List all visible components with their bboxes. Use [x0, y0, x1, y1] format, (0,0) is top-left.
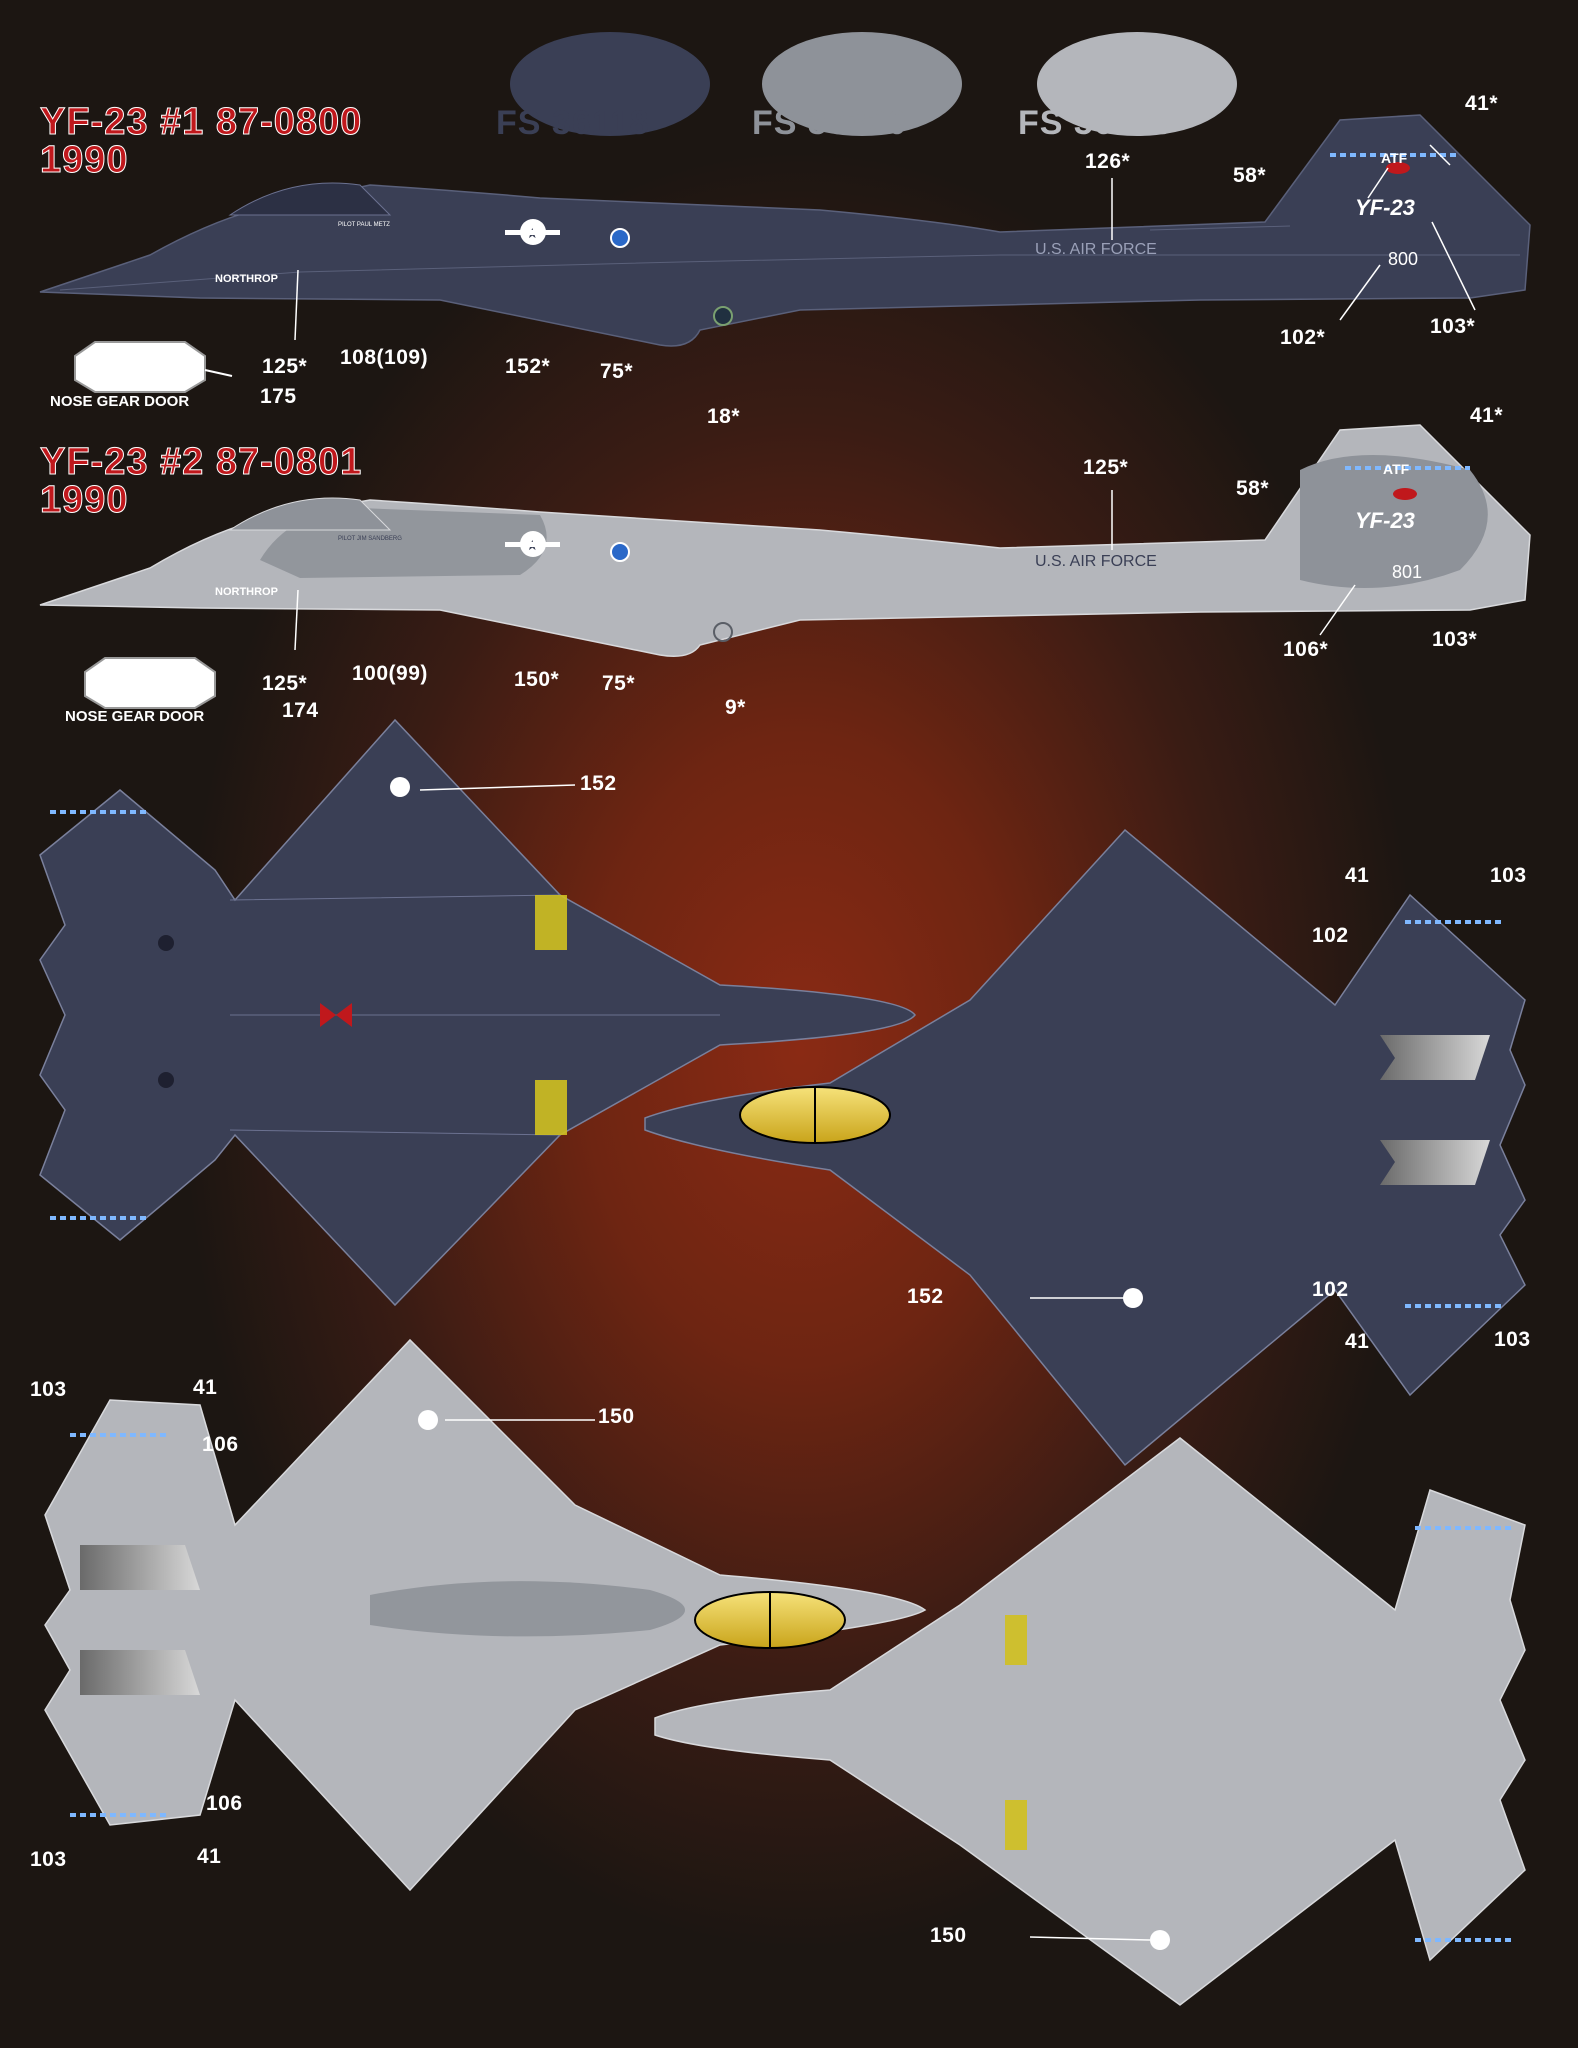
maker-text-1: NORTHROP [215, 273, 278, 285]
nose-gear-door-label-1: NOSE GEAR DOOR [50, 393, 190, 410]
callout-150: 150 [598, 1405, 635, 1428]
callout-125: 125* [262, 355, 308, 378]
tail-serial-2: 801 [1392, 562, 1422, 582]
ng-badge-icon [610, 228, 630, 248]
aircraft-markings: U.S. AIR FORCE NORTHROP PILOT PAUL METZ … [215, 150, 1422, 598]
callout-18: 18* [707, 405, 741, 428]
dark-bottom-view [644, 828, 1526, 1467]
callout-150: 150* [514, 668, 560, 691]
aircraft-2-year: 1990 [40, 479, 129, 521]
tail-name-2: YF-23 [1355, 508, 1415, 533]
emblem-18-icon [713, 306, 733, 326]
callout-41: 41 [197, 1845, 222, 1868]
callout-103: 103 [30, 1848, 67, 1871]
callout-150: 150 [930, 1924, 967, 1947]
callout-41: 41* [1470, 404, 1504, 427]
nose-gear-door-1 [74, 341, 206, 393]
callout-106: 106* [1283, 638, 1329, 661]
aircraft-1-side-view: ★ [39, 114, 1531, 347]
maker-text-2: NORTHROP [215, 586, 278, 598]
gray-top-view [44, 1338, 927, 1892]
pilot-text-2: PILOT JIM SANDBERG [338, 536, 402, 542]
aircraft-2-side-view: ★ [39, 424, 1531, 657]
ng-badge-icon [610, 542, 630, 562]
callout-125: 125* [1083, 456, 1129, 479]
nose-gear-door-num-1: 175 [260, 385, 297, 408]
callout-108: 108(109) [340, 346, 429, 369]
swatch-label-fs36118: FS 36118 [496, 104, 650, 142]
color-swatches [510, 32, 1237, 136]
swatch-fs36375 [1037, 32, 1237, 136]
callout-leaders [294, 144, 1476, 1941]
aircraft-1-title: YF-23 #1 87-0800 [39, 101, 363, 143]
callout-152: 152* [505, 355, 551, 378]
callout-100: 100(99) [352, 662, 428, 685]
callout-103: 103 [1494, 1328, 1531, 1351]
fuselage-text-2: U.S. AIR FORCE [1035, 553, 1157, 570]
pilot-text-1: PILOT PAUL METZ [338, 222, 390, 228]
swatch-label-fs36375: FS 36375 [1018, 104, 1174, 142]
ge-logo-icon [713, 622, 733, 642]
callout-103: 103 [30, 1378, 67, 1401]
callout-106: 106 [202, 1433, 239, 1456]
callout-103: 103* [1432, 628, 1478, 651]
fuselage-text-1: U.S. AIR FORCE [1035, 241, 1157, 258]
aircraft-2-title: YF-23 #2 87-0801 [39, 441, 363, 483]
callout-75: 75* [600, 360, 634, 383]
callout-125: 125* [262, 672, 308, 695]
swatch-fs36118 [510, 32, 710, 136]
callout-103: 103 [1490, 864, 1527, 887]
callout-152: 152 [907, 1285, 944, 1308]
tail-atf-1: ATF [1381, 150, 1408, 166]
callout-41: 41 [1345, 864, 1370, 887]
nose-gear-door-label-2: NOSE GEAR DOOR [65, 708, 205, 725]
callout-41: 41* [1465, 92, 1499, 115]
nose-gear-door-2 [84, 657, 216, 709]
callout-152: 152 [580, 772, 617, 795]
tail-atf-2: ATF [1383, 461, 1410, 477]
callout-41: 41 [193, 1376, 218, 1399]
callout-126: 126* [1085, 150, 1131, 173]
nose-gear-door-num-2: 174 [282, 699, 319, 722]
callout-106: 106 [206, 1792, 243, 1815]
callout-58: 58* [1236, 477, 1270, 500]
callout-102: 102* [1280, 326, 1326, 349]
callout-102: 102 [1312, 1278, 1349, 1301]
dark-top-view [39, 718, 916, 1307]
swatch-fs36320 [762, 32, 962, 136]
tail-name-1: YF-23 [1355, 195, 1415, 220]
aircraft-1-year: 1990 [40, 139, 129, 181]
callout-9: 9* [725, 696, 746, 719]
gray-bottom-view [654, 1437, 1526, 2006]
swatch-label-fs36320: FS 36320 [752, 104, 908, 142]
tail-serial-1: 800 [1388, 249, 1418, 269]
callout-102: 102 [1312, 924, 1349, 947]
callout-75: 75* [602, 672, 636, 695]
callout-58: 58* [1233, 164, 1267, 187]
callout-103: 103* [1430, 315, 1476, 338]
callout-41: 41 [1345, 1330, 1370, 1353]
